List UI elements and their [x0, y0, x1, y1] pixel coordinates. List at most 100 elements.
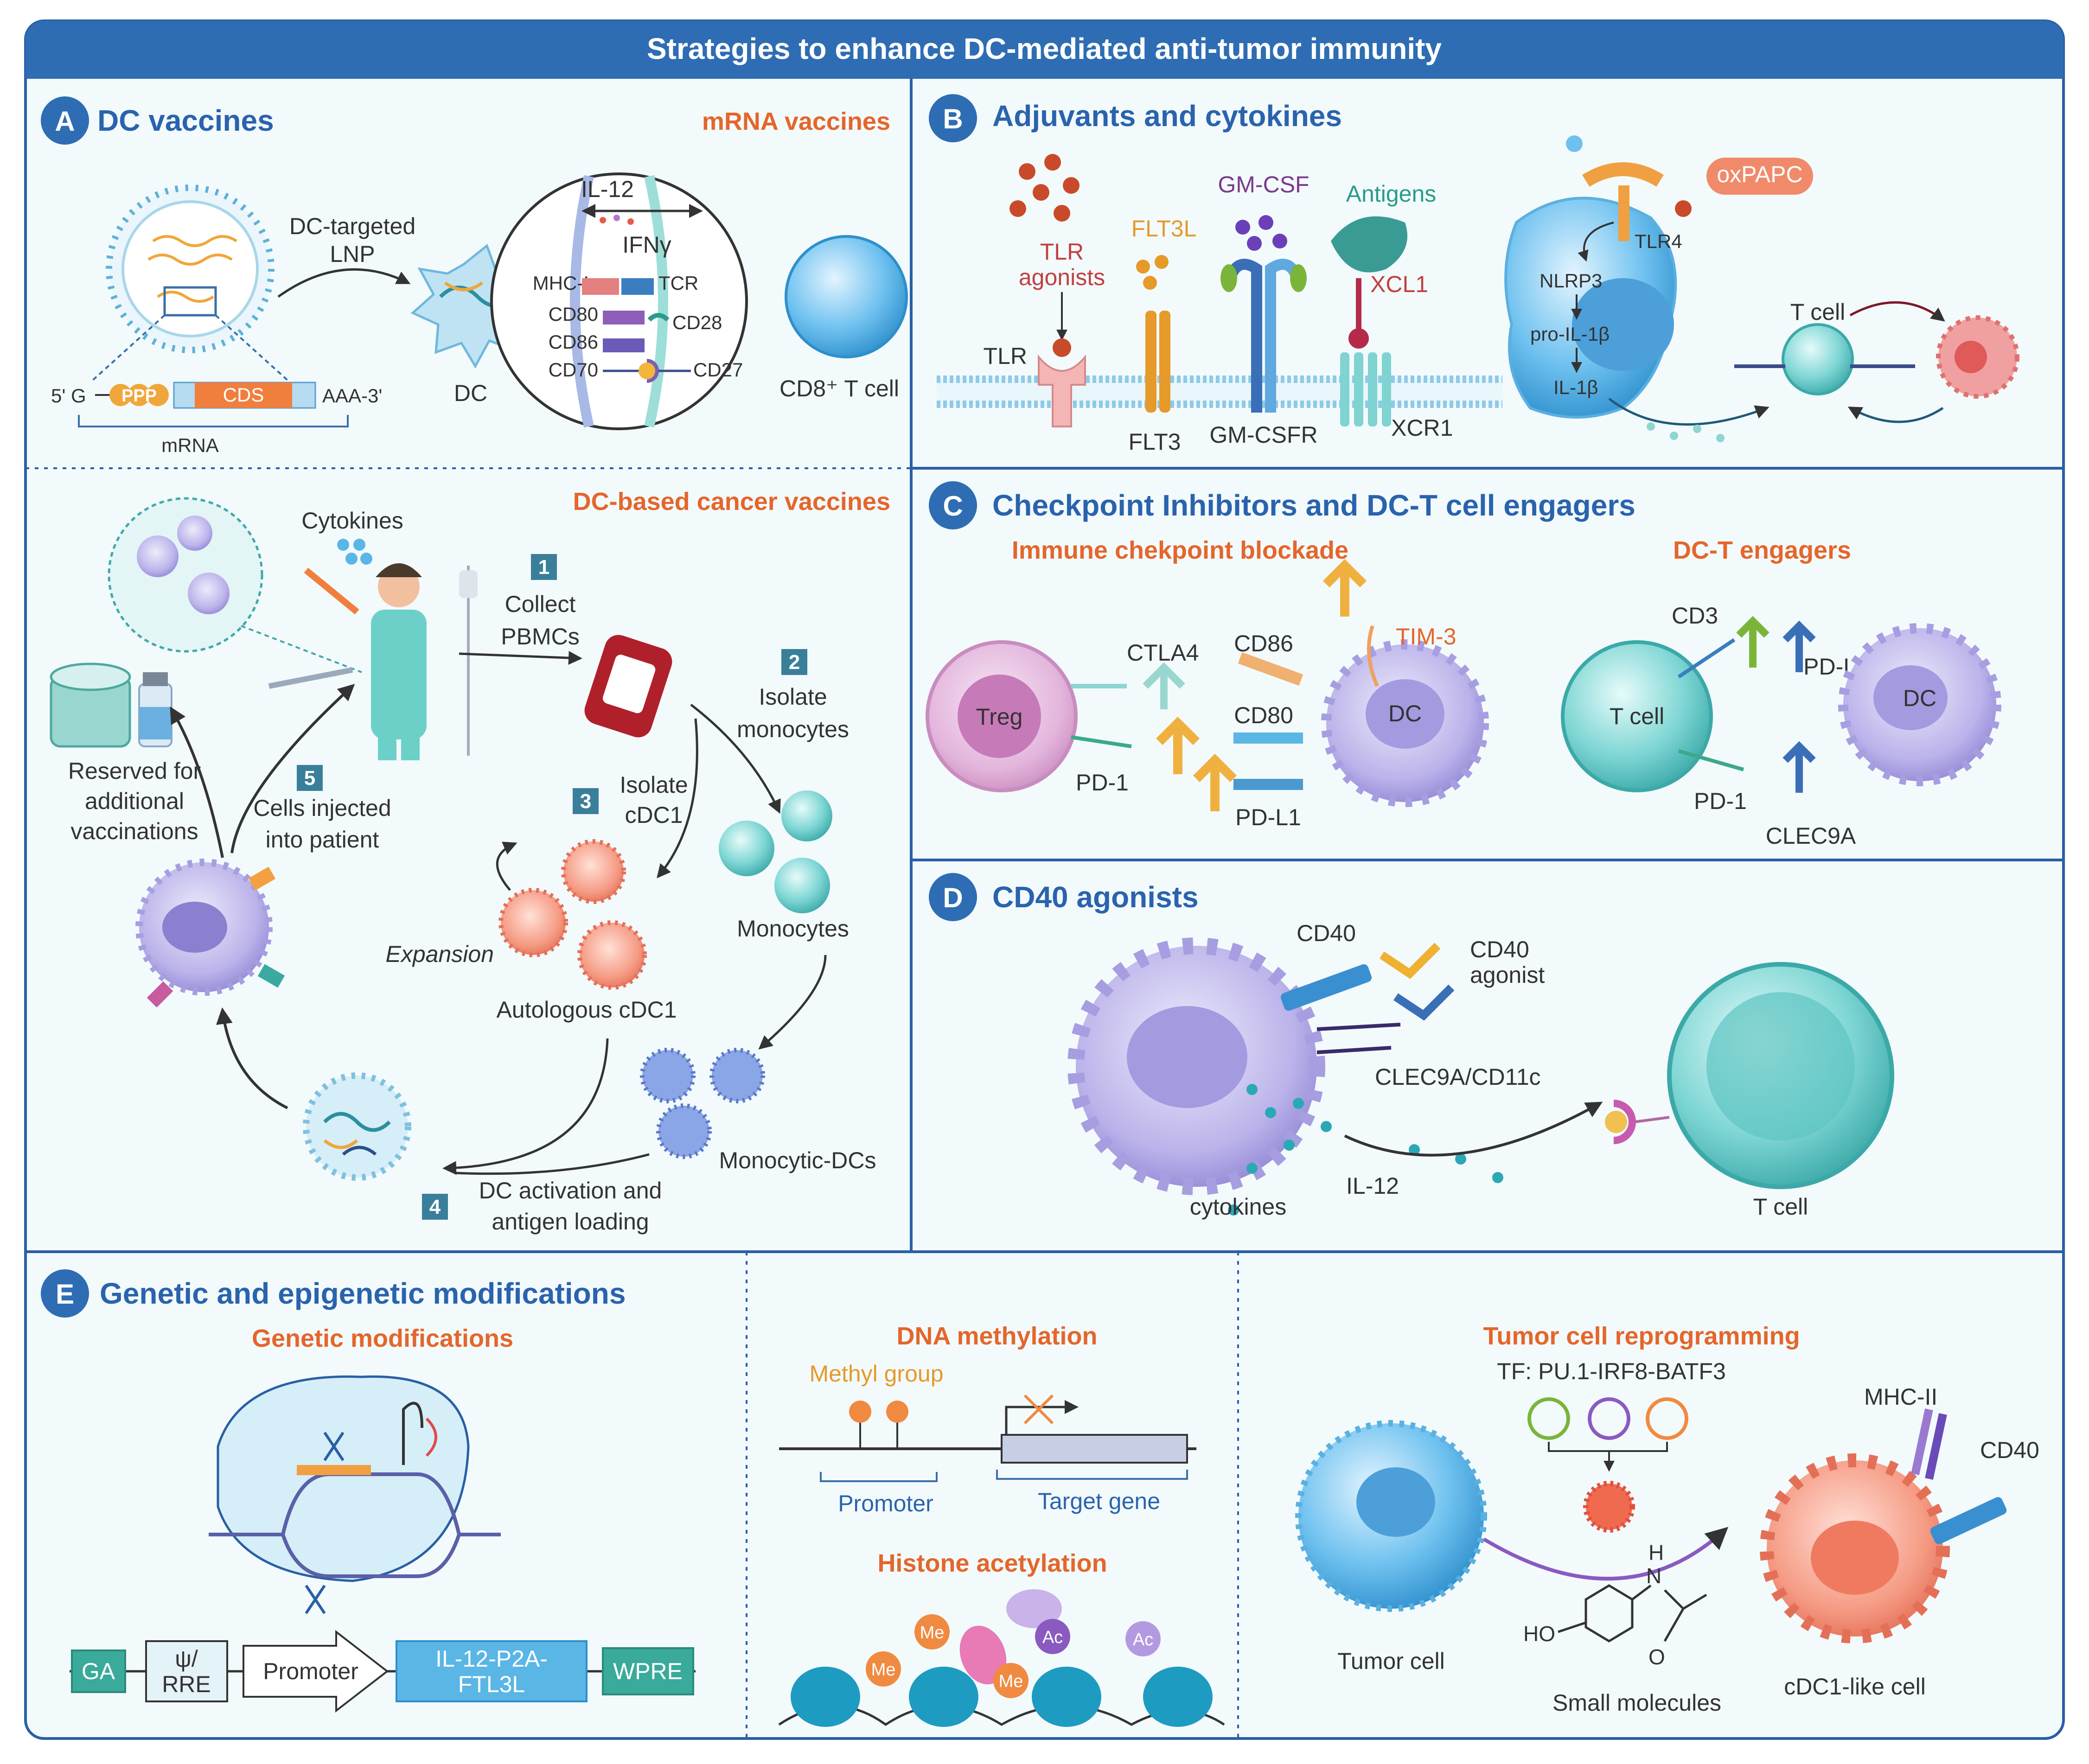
cd8-tcell [785, 235, 908, 358]
step-4-line1: DC activation and [479, 1178, 662, 1204]
panel-d-letter: D [943, 882, 963, 913]
lnp-label-line1: DC-targeted [289, 213, 415, 239]
oxpapc-pill [1706, 158, 1813, 195]
panel-b-title: Adjuvants and cytokines [992, 99, 1342, 133]
panel-a: A DC vaccines mRNA vaccines 5' G PPP CDS… [41, 96, 908, 1235]
tf-label: TF: PU.1-IRF8-BATF3 [1497, 1358, 1726, 1384]
activated-dc-b [1504, 197, 1677, 419]
construct-ga: GA [82, 1658, 115, 1684]
antigens-label: Antigens [1346, 181, 1437, 207]
tumor-reprogramming-subtitle: Tumor cell reprogramming [1483, 1322, 1800, 1350]
activated-dc [303, 1072, 411, 1181]
step-2-badge [781, 649, 807, 675]
chem-ho: HO [1523, 1622, 1555, 1646]
tcell-b-label: T cell [1790, 299, 1846, 325]
step-1-badge [531, 554, 557, 580]
blood-bag-icon [584, 635, 672, 738]
flt3-receptor [1145, 311, 1170, 413]
cd86-c-label: CD86 [1234, 630, 1293, 656]
tlr-receptor [1038, 338, 1086, 427]
tlr-agonist-dots [1009, 154, 1080, 222]
step-3-line2: cDC1 [625, 802, 683, 828]
lnp-icon [106, 185, 275, 353]
mhc1-label: MHC-I [533, 272, 589, 294]
panel-e-letter: E [56, 1279, 74, 1310]
engager-antibodies [1736, 616, 1816, 793]
target-gene-label: Target gene [1038, 1488, 1160, 1514]
tumor-cell-e-label: Tumor cell [1337, 1648, 1445, 1674]
virus-icon [1583, 1481, 1635, 1533]
reserved-line2: additional [85, 788, 184, 814]
reserved-vials-icon [50, 662, 172, 748]
dc-c-right-label: DC [1903, 685, 1936, 711]
step-1-line2: PBMCs [501, 624, 579, 650]
panel-d-badge [929, 873, 977, 921]
methyl-group-label: Methyl group [809, 1361, 943, 1387]
cytokine-dots [337, 539, 372, 565]
tlr-label: TLR [984, 343, 1027, 369]
cell-zoom-circle [108, 497, 263, 653]
step-2-num: 2 [789, 651, 800, 674]
gmcsf-label: GM-CSF [1218, 172, 1309, 197]
panel-e: E Genetic and epigenetic modifications G… [41, 1269, 2039, 1727]
step-5-line2: into patient [266, 827, 379, 853]
panel-c: C Checkpoint Inhibitors and DC-T cell en… [926, 481, 2001, 849]
cd8-label: CD8⁺ T cell [779, 376, 899, 401]
mrna-3prime: AAA-3' [322, 385, 382, 407]
panel-e-badge [41, 1269, 89, 1318]
checkpoint-antibodies [1143, 559, 1367, 811]
step-4-line2: antigen loading [492, 1209, 649, 1235]
antigen-shape [1331, 216, 1407, 273]
chem-h: H [1648, 1541, 1664, 1565]
panel-d-title: CD40 agonists [992, 880, 1199, 914]
cd40-d-label: CD40 [1297, 920, 1356, 946]
construct-psi-line2: RRE [162, 1671, 211, 1697]
tlr-agonists-line1: TLR [1040, 239, 1084, 265]
cd86-label: CD86 [549, 331, 598, 353]
chem-o: O [1648, 1645, 1665, 1669]
dc-c-left [1321, 639, 1489, 807]
dc-label: DC [454, 380, 487, 406]
lentiviral-construct: GA ψ/ RRE Promoter IL-12-P2A- FTL3L WPRE [70, 1630, 696, 1713]
me-label-2: Me [920, 1623, 945, 1643]
expansion-label: Expansion [386, 941, 494, 967]
me-badge-1 [866, 1651, 901, 1687]
construct-promoter: Promoter [263, 1658, 358, 1684]
small-molecules-label: Small molecules [1552, 1690, 1721, 1716]
panel-a-letter: A [55, 106, 75, 137]
panel-b: B Adjuvants and cytokines TLR agonists T… [929, 94, 2019, 455]
step-3-line1: Isolate [620, 772, 688, 798]
oxpapc-label: oxPAPC [1717, 161, 1802, 187]
step-4-badge [422, 1194, 448, 1220]
step-5-line1: Cells injected [253, 795, 391, 821]
syringe-top [304, 567, 359, 615]
tumor-cell-e [1295, 1420, 1487, 1612]
cdc1-like-label: cDC1-like cell [1784, 1674, 1926, 1700]
ctla4-label: CTLA4 [1127, 640, 1199, 666]
tlr-agonists-line2: agonists [1019, 264, 1105, 290]
patient-figure [371, 563, 478, 760]
treg-label: Treg [976, 704, 1023, 730]
me-label-3: Me [999, 1672, 1023, 1691]
il1b-dots [1647, 422, 1725, 442]
step-1-line1: Collect [505, 591, 576, 617]
panel-c-letter: C [943, 490, 963, 522]
dc-d [1067, 937, 1325, 1195]
tlr4-label: TLR4 [1635, 230, 1682, 252]
xcr1-label: XCR1 [1391, 415, 1453, 441]
tumor-cell-b [1936, 315, 2019, 399]
cd28-label: CD28 [672, 312, 722, 333]
il1b-label: IL-1β [1553, 376, 1598, 398]
cdc1-cells [498, 839, 647, 990]
syringe-bottom [268, 667, 353, 689]
me-badge-3 [993, 1663, 1029, 1698]
reserved-line1: Reserved for [68, 758, 201, 784]
il12-dots-d [1228, 1084, 1503, 1216]
step-3-num: 3 [580, 790, 591, 813]
panel-b-letter: B [943, 103, 963, 134]
cd80-c-label: CD80 [1234, 702, 1293, 728]
flt3l-dots [1136, 255, 1169, 290]
gmcsfr-label: GM-CSFR [1209, 422, 1317, 448]
